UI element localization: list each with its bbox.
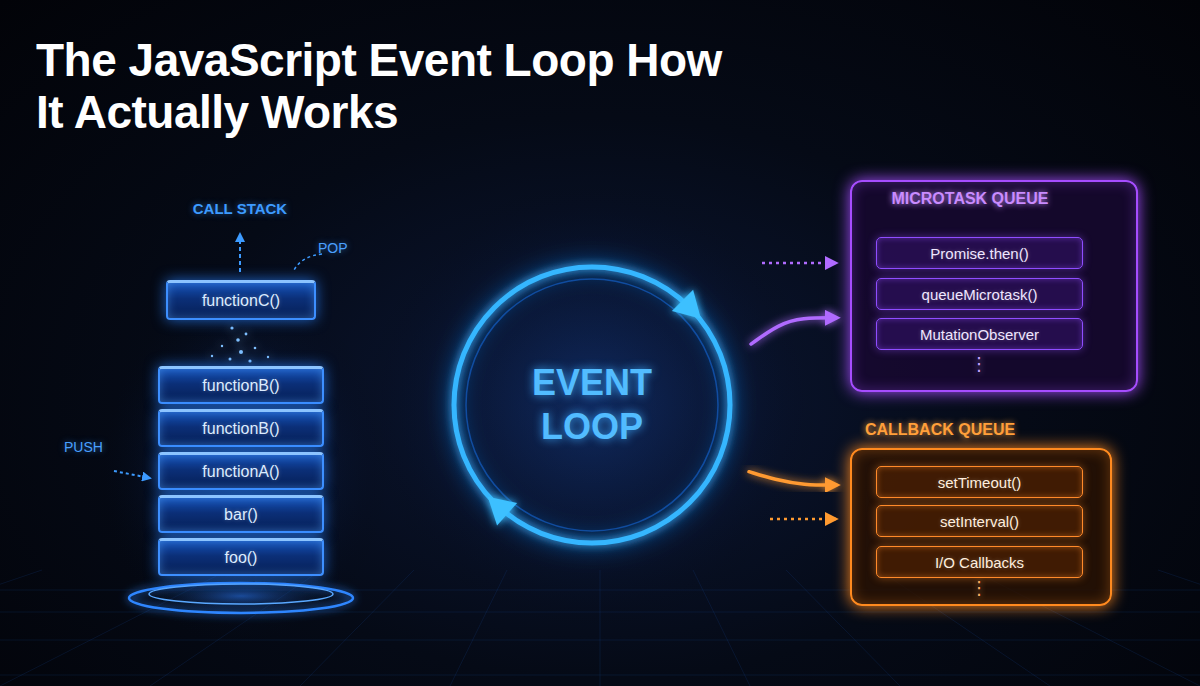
ring: [454, 267, 730, 543]
stack-base-glow: [121, 574, 361, 618]
loop-ring: [447, 260, 737, 550]
flow-arrow: [749, 472, 836, 485]
ring-glow: [454, 267, 730, 543]
dotted-arrow: [770, 518, 836, 521]
pop-particles: [211, 326, 269, 362]
grid-line: [0, 570, 42, 686]
stack-frame: bar(): [158, 495, 324, 533]
particle: [254, 347, 257, 350]
particle: [211, 355, 213, 357]
flow-arrow: [342, 404, 433, 408]
queue-heading: CALLBACK QUEUE: [850, 420, 1030, 440]
item-label: I/O Callbacks: [877, 547, 1082, 577]
pop-arrow: [239, 234, 241, 272]
stack-frame: functionB(): [158, 366, 324, 404]
loop-halo: [362, 175, 822, 635]
action-label: PUSH: [64, 439, 124, 455]
frame-label: bar(): [160, 498, 322, 531]
item-label: setTimeout(): [877, 467, 1082, 497]
frame-label: functionB(): [160, 412, 322, 445]
action-label: POP: [318, 240, 368, 256]
particle: [230, 326, 233, 329]
queue-item: Promise.then(): [876, 237, 1083, 269]
section-label: CALL STACK: [160, 200, 320, 217]
particle: [221, 345, 223, 347]
stack-halo: [91, 280, 391, 660]
callback-queue: CALLBACK QUEUE ⋮ setTimeout() setInterval()…: [850, 414, 1112, 606]
frame-label: functionA(): [160, 455, 322, 488]
particle: [248, 359, 251, 362]
queue-item: MutationObserver: [876, 318, 1083, 350]
queue-heading: MICROTASK QUEUE: [850, 189, 1090, 209]
stack-base-ring: [149, 584, 333, 604]
pop-leader: [294, 254, 322, 270]
grid-line: [1158, 570, 1200, 686]
queue-item: queueMicrotask(): [876, 278, 1083, 310]
stack-frame: functionB(): [158, 409, 324, 447]
loop-label: EVENT LOOP: [502, 260, 682, 550]
particle: [239, 350, 243, 354]
item-label: setInterval(): [877, 506, 1082, 536]
push-arrow: [114, 471, 150, 478]
particle: [245, 333, 248, 336]
inner-ring: [466, 279, 718, 531]
event-loop-circle: EVENT LOOP: [447, 260, 737, 550]
queue-item: I/O Callbacks: [876, 546, 1083, 578]
item-label: queueMicrotask(): [877, 279, 1082, 309]
flow-arrow: [751, 318, 836, 344]
queue-item: setTimeout(): [876, 466, 1083, 498]
frame-label: functionB(): [160, 369, 322, 402]
frame-label: foo(): [160, 541, 322, 574]
stack-frame: foo(): [158, 538, 324, 576]
dotted-arrow: [762, 262, 836, 265]
particle: [267, 356, 269, 358]
microtask-queue: MICROTASK QUEUE ⋮ Promise.then() queueMicro…: [850, 180, 1138, 392]
queue-item: setInterval(): [876, 505, 1083, 537]
ellipsis-mark: ⋮: [850, 354, 1108, 374]
loop-arrowhead: [672, 290, 701, 319]
frame-label: functionC(): [168, 283, 314, 318]
item-label: Promise.then(): [877, 238, 1082, 268]
item-label: MutationObserver: [877, 319, 1082, 349]
stack-frame: functionA(): [158, 452, 324, 490]
stack-base-ring: [129, 583, 353, 613]
title: The JavaScript Event Loop How It Actuall…: [36, 34, 726, 138]
stack-frame: functionC(): [166, 280, 316, 320]
loop-arrowhead: [488, 497, 517, 526]
grid-line: [0, 675, 1200, 676]
particle: [229, 358, 232, 361]
particle: [236, 338, 240, 342]
ellipsis-mark: ⋮: [850, 578, 1108, 598]
